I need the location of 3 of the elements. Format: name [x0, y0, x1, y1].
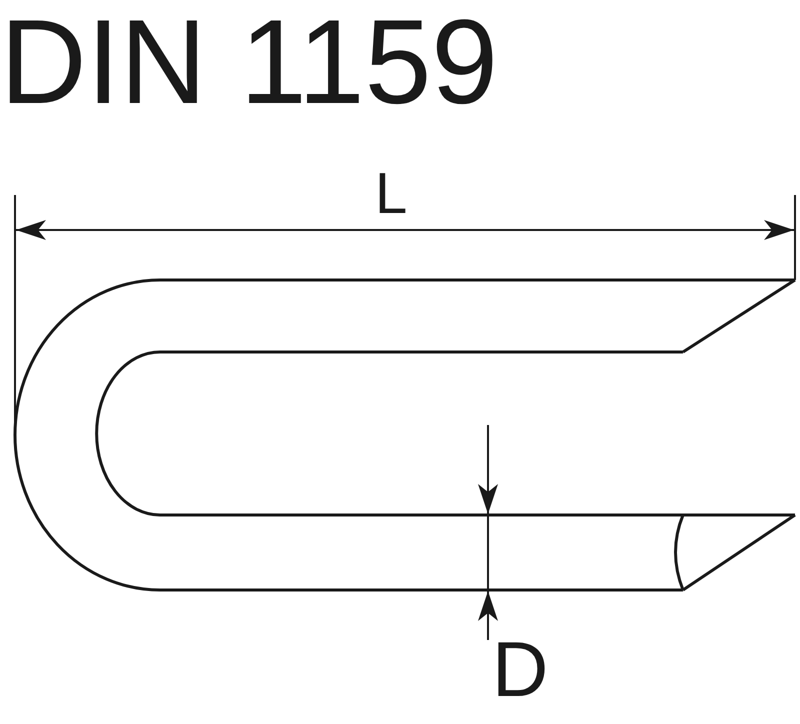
dimension-label: D [492, 630, 548, 708]
standard-title: DIN 1159 [0, 2, 498, 122]
dimension-label: L [375, 165, 408, 223]
